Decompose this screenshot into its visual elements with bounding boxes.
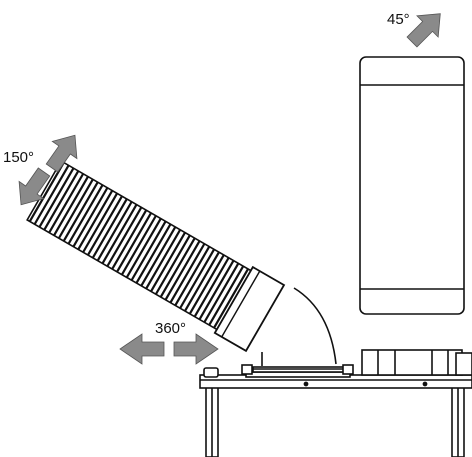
hose-rib (53, 176, 89, 236)
hose-rib (193, 257, 230, 318)
top-angle-label: 45° (387, 11, 410, 28)
rotation-double-arrow-icon (119, 333, 219, 365)
hose-rib (154, 234, 191, 295)
tilt-angle-label: 150° (3, 149, 34, 166)
hose-rib (145, 229, 182, 290)
base-table (199, 349, 472, 457)
hose-rib (130, 220, 167, 281)
hose-rib (82, 192, 119, 253)
connector-pipe (261, 287, 337, 366)
hose-rib (184, 251, 220, 312)
hose-rib (43, 170, 80, 231)
hose-rib (111, 209, 148, 270)
tilt-double-arrow-icon (18, 134, 78, 206)
hose-rib (57, 178, 94, 239)
hose-rib (179, 248, 216, 309)
top-arrow-up-right-icon (406, 13, 441, 48)
hose-rib (203, 262, 240, 323)
hose-rib (198, 260, 235, 320)
hose-rib (188, 254, 225, 315)
hose-rib (106, 206, 143, 267)
rotation-angle-label: 360° (155, 320, 186, 337)
hose-rib (62, 181, 99, 242)
hose-rib (67, 184, 104, 245)
hose-rib (159, 237, 196, 298)
hose-rib (169, 243, 206, 304)
hose-rib (120, 215, 157, 276)
hose-rib (208, 265, 245, 326)
vertical-tube (359, 56, 465, 315)
hose-rib (38, 167, 75, 228)
hose-rib (174, 246, 211, 306)
hose-rib (164, 240, 201, 301)
hose-rib (28, 162, 65, 222)
hose-rib (135, 223, 172, 284)
hose-rib (91, 198, 128, 259)
hose-rib (33, 164, 70, 225)
hose-rib (116, 212, 153, 273)
hose-rib (213, 268, 250, 329)
hose-rib (96, 201, 133, 262)
hose-rib (72, 187, 109, 248)
hose-rib (101, 204, 138, 264)
hose-rib (150, 232, 186, 292)
corrugated-hose (26, 159, 286, 353)
hose-rib (87, 195, 123, 256)
hose-rib (77, 190, 114, 250)
hose-rib (125, 218, 162, 278)
hose-rib (48, 173, 85, 234)
hose-rib (140, 226, 177, 287)
